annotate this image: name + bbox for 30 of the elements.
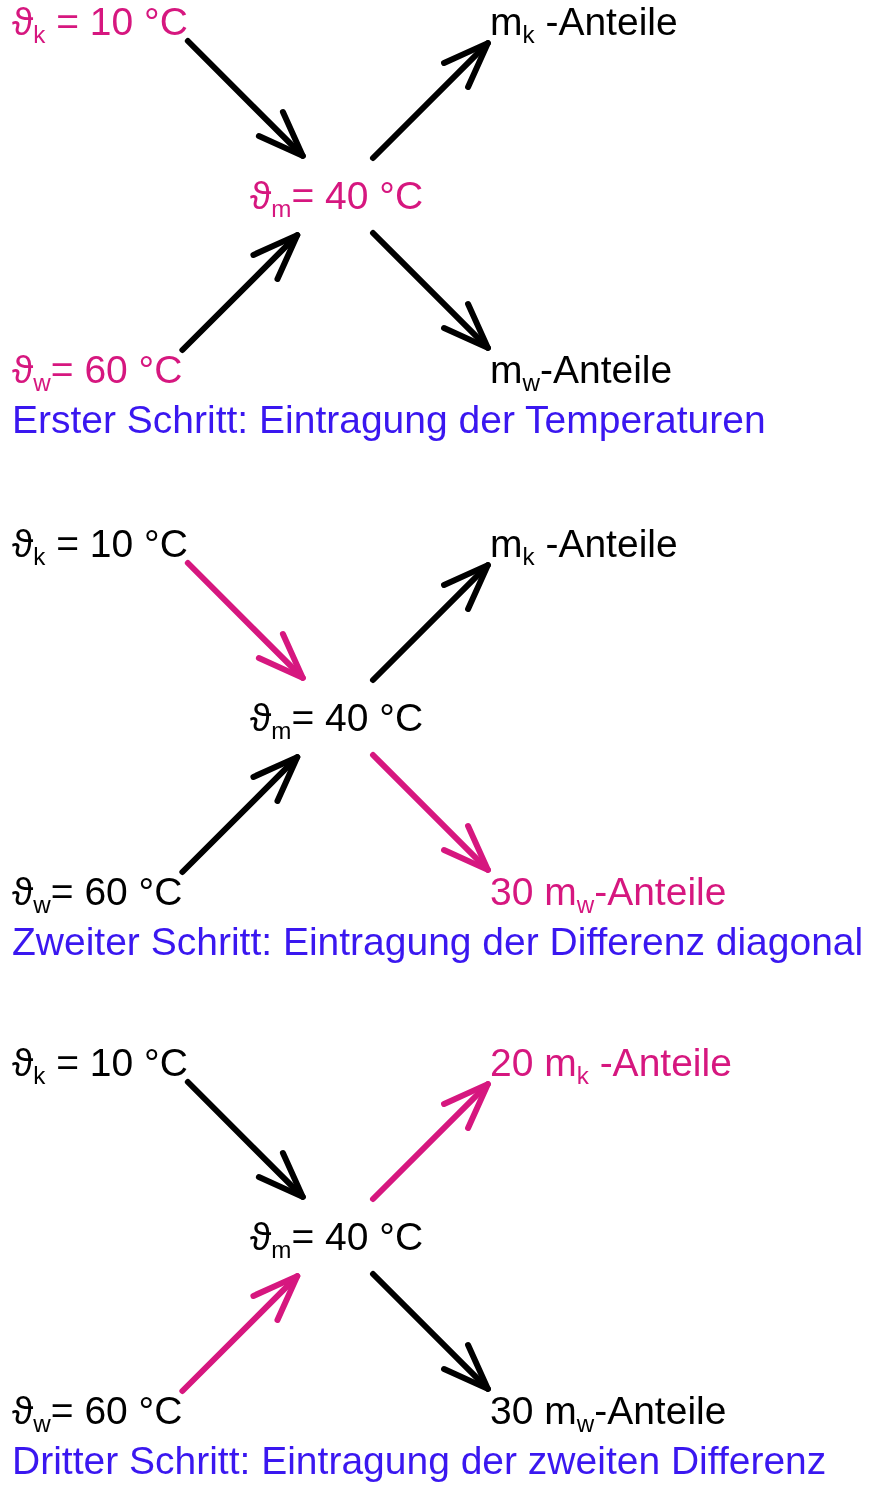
temperature-label: ϑ$_{w}$= 60 °C	[12, 1391, 183, 1430]
arrow	[179, 1273, 301, 1394]
fraction-label: m$_{k}$ -Anteile	[490, 2, 678, 41]
arrow	[370, 1081, 491, 1202]
temperature-label: ϑ$_{m}$= 40 °C	[250, 158, 424, 233]
arrow	[370, 40, 491, 161]
arrow	[370, 562, 491, 683]
arrow	[184, 1079, 306, 1200]
temperature-label: ϑ$_{k}$ = 10 °C	[12, 1043, 188, 1082]
fraction-label: 30 m$_{w}$-Anteile	[490, 872, 727, 911]
temperature-label: ϑ$_{w}$= 60 °C	[12, 872, 183, 911]
temperature-label: ϑ$_{m}$= 40 °C	[250, 1199, 424, 1274]
arrow	[179, 754, 301, 875]
arrow	[370, 752, 491, 873]
fraction-label: m$_{k}$ -Anteile	[490, 524, 678, 563]
step-caption: Zweiter Schritt: Eintragung der Differenz diagonal	[12, 922, 864, 961]
arrow	[184, 38, 306, 159]
arrow	[370, 230, 491, 351]
temperature-label: ϑ$_{w}$= 60 °C	[12, 350, 183, 389]
fraction-label: 30 m$_{w}$-Anteile	[490, 1391, 727, 1430]
fraction-label: 20 m$_{k}$ -Anteile	[490, 1043, 732, 1082]
step-caption: Erster Schritt: Eintragung der Temperaturen	[12, 400, 766, 439]
step-caption: Dritter Schritt: Eintragung der zweiten Differenz	[12, 1441, 827, 1480]
arrow	[184, 560, 306, 681]
temperature-label: ϑ$_{k}$ = 10 °C	[12, 524, 188, 563]
temperature-label: ϑ$_{k}$ = 10 °C	[12, 2, 188, 41]
arrow	[179, 232, 301, 353]
arrow	[370, 1271, 491, 1392]
temperature-label: ϑ$_{m}$= 40 °C	[250, 680, 424, 755]
fraction-label: m$_{w}$-Anteile	[490, 350, 673, 389]
